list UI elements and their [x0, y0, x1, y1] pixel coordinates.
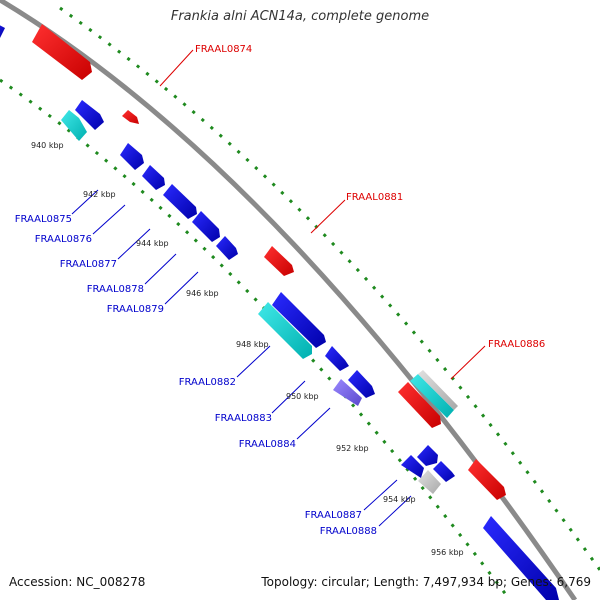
gene-FRAAL0886[interactable]	[398, 382, 441, 428]
tick-label: 952 kbp	[336, 444, 369, 453]
gene-partial-top-left[interactable]	[0, 20, 5, 38]
gene-956-blue[interactable]	[483, 516, 559, 600]
gene-FRAAL0887c[interactable]	[433, 461, 455, 482]
outer-labels: FRAAL0874 FRAAL0881 FRAAL0886	[195, 44, 545, 350]
label-FRAAL0886[interactable]: FRAAL0886	[488, 339, 545, 350]
accession-text: Accession: NC_008278	[9, 575, 146, 589]
gene-FRAAL0879a[interactable]	[192, 211, 220, 242]
tick-label: 956 kbp	[431, 548, 464, 557]
label-FRAAL0882[interactable]: FRAAL0882	[179, 377, 236, 388]
label-FRAAL0875[interactable]: FRAAL0875	[15, 214, 72, 225]
topology-text: Topology: circular; Length: 7,497,934 bp…	[261, 575, 591, 589]
label-FRAAL0887[interactable]: FRAAL0887	[305, 510, 362, 521]
label-FRAAL0881[interactable]: FRAAL0881	[346, 192, 403, 203]
gene-FRAAL0887a[interactable]	[401, 455, 424, 478]
gene-FRAAL0882[interactable]	[272, 292, 326, 348]
label-FRAAL0879[interactable]: FRAAL0879	[107, 304, 164, 315]
label-FRAAL0888[interactable]: FRAAL0888	[320, 526, 377, 537]
label-FRAAL0876[interactable]: FRAAL0876	[35, 234, 92, 245]
inner-labels: FRAAL0875 FRAAL0876 FRAAL0877 FRAAL0878 …	[15, 214, 377, 537]
tick-label: 946 kbp	[186, 289, 219, 298]
tick-label: 944 kbp	[136, 239, 169, 248]
gene-FRAAL0886-cyan[interactable]	[410, 374, 454, 418]
gene-FRAAL0882-cyan[interactable]	[258, 302, 312, 359]
gene-940-blue[interactable]	[75, 100, 104, 130]
label-FRAAL0877[interactable]: FRAAL0877	[60, 259, 117, 270]
tick-label: 950 kbp	[286, 392, 319, 401]
tick-label: 940 kbp	[31, 141, 64, 150]
label-FRAAL0883[interactable]: FRAAL0883	[215, 413, 272, 424]
gene-FRAAL0883[interactable]	[325, 346, 349, 371]
tick-label: 942 kbp	[83, 190, 116, 199]
label-FRAAL0874[interactable]: FRAAL0874	[195, 44, 252, 55]
gene-FRAAL0876[interactable]	[120, 143, 144, 170]
leader-lines-inner	[71, 189, 412, 527]
tick-label: 948 kbp	[236, 340, 269, 349]
gene-red-small-2[interactable]	[468, 459, 506, 500]
gene-FRAAL0881[interactable]	[264, 246, 294, 276]
gene-FRAAL0878[interactable]	[163, 184, 197, 219]
label-FRAAL0884[interactable]: FRAAL0884	[239, 439, 296, 450]
gene-FRAAL0884[interactable]	[348, 370, 375, 398]
tick-label: 954 kbp	[383, 495, 416, 504]
tick-labels: 940 kbp 942 kbp 944 kbp 946 kbp 948 kbp …	[31, 141, 464, 557]
tick-track-inner	[0, 78, 512, 600]
gene-FRAAL0886-grey[interactable]	[418, 370, 458, 410]
map-title: Frankia alni ACN14a, complete genome	[170, 9, 430, 24]
gene-FRAAL0888-grey[interactable]	[418, 470, 441, 494]
leader-lines-outer	[159, 49, 486, 380]
gene-FRAAL0884-purple[interactable]	[333, 379, 362, 406]
gene-FRAAL0879b[interactable]	[216, 236, 238, 260]
gene-FRAAL0875[interactable]	[61, 110, 87, 141]
gene-FRAAL0887b[interactable]	[417, 445, 438, 466]
gene-FRAAL0877[interactable]	[142, 165, 165, 190]
label-FRAAL0878[interactable]: FRAAL0878	[87, 284, 144, 295]
gene-FRAAL0874[interactable]	[32, 24, 92, 80]
gene-red-small-1[interactable]	[122, 110, 139, 124]
